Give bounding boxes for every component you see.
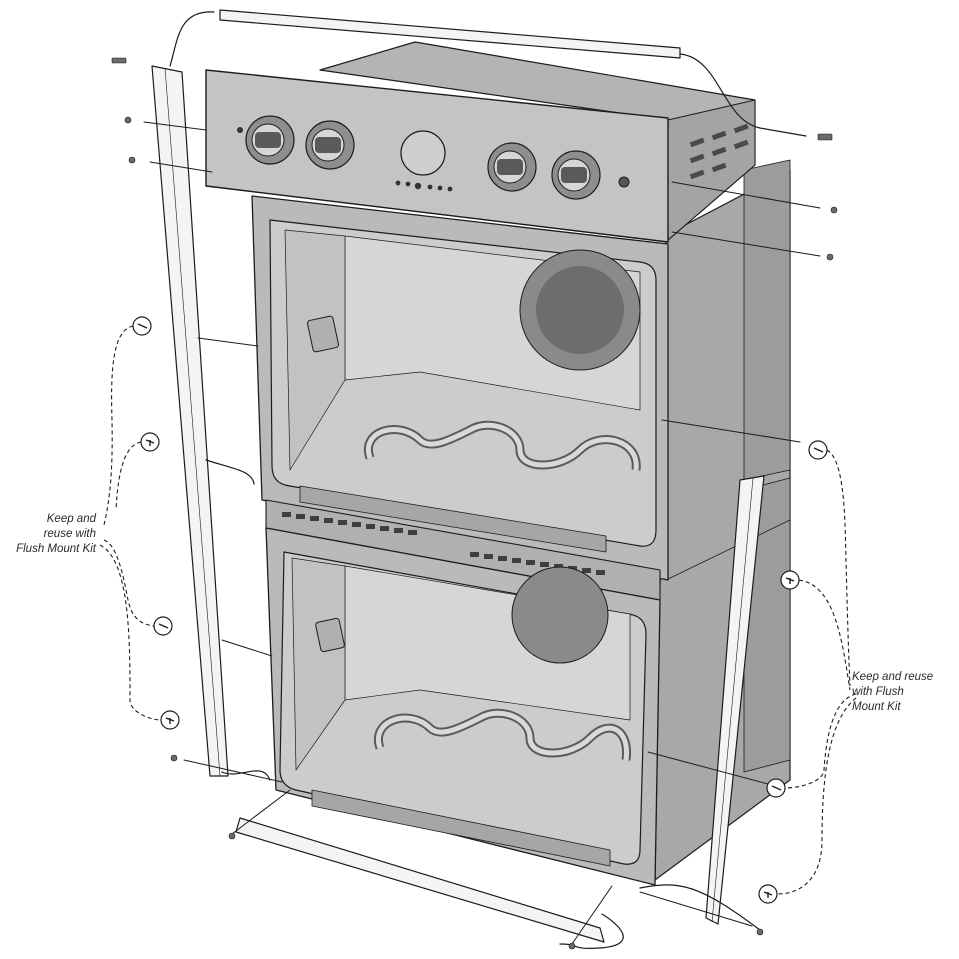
callout-line: with Flush — [852, 686, 904, 698]
lower-oven-frame — [265, 527, 661, 886]
callout-line: Keep and reuse — [852, 671, 934, 683]
callout-line: Mount Kit — [852, 701, 901, 713]
top-trim-piece — [219, 9, 681, 59]
upper-oven-frame — [251, 195, 669, 581]
leader-lines — [143, 121, 821, 945]
display-ring — [400, 130, 446, 176]
screw-icon — [111, 57, 838, 950]
control-knob — [487, 142, 537, 192]
control-knob — [305, 120, 355, 170]
right-side-trim — [705, 475, 765, 925]
callout-line: reuse with — [43, 528, 96, 540]
control-knob — [551, 150, 601, 200]
convection-fan-grille — [511, 566, 609, 664]
control-panel — [205, 69, 669, 243]
callout-label-left: Keep and reuse with Flush Mount Kit — [0, 512, 96, 557]
callout-label-right: Keep and reuse with Flush Mount Kit — [852, 670, 952, 715]
callout-line: Flush Mount Kit — [16, 543, 96, 555]
bottom-trim-piece — [235, 817, 605, 943]
control-knob — [245, 115, 295, 165]
left-side-trim — [151, 65, 229, 777]
callout-dashed-bracket — [99, 325, 857, 895]
oven-side-panel — [654, 159, 791, 881]
callout-line: Keep and — [46, 513, 96, 525]
